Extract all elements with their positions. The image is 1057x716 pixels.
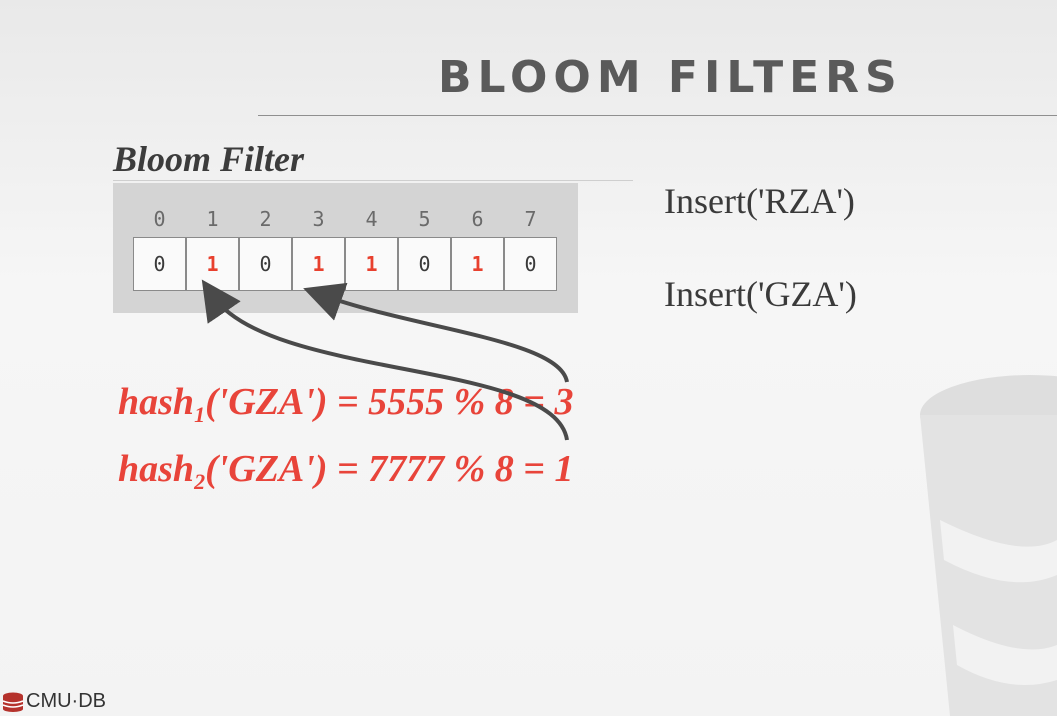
arrow-to-bit-3 bbox=[303, 282, 569, 383]
bit-cell: 0 bbox=[504, 237, 557, 291]
bit-cell: 0 bbox=[239, 237, 292, 291]
bit-cell: 0 bbox=[133, 237, 186, 291]
slide-title: BLOOM FILTERS bbox=[438, 52, 903, 103]
bit-index: 1 bbox=[206, 207, 219, 231]
bit-cell: 1 bbox=[292, 237, 345, 291]
bit-index: 7 bbox=[524, 207, 537, 231]
bit-index: 6 bbox=[471, 207, 484, 231]
bit-cell: 1 bbox=[345, 237, 398, 291]
bit-index: 4 bbox=[365, 207, 378, 231]
bit-index: 2 bbox=[259, 207, 272, 231]
hash1-equation: hash1('GZA') = 5555 % 8 = 3 bbox=[118, 381, 574, 427]
bit-index: 0 bbox=[153, 207, 166, 231]
bloom-filter-label: Bloom Filter bbox=[113, 139, 305, 179]
logo-text: CMU·DB bbox=[26, 690, 106, 712]
bit-cell: 0 bbox=[398, 237, 451, 291]
database-icon bbox=[2, 692, 24, 712]
title-divider bbox=[258, 115, 1057, 116]
bit-cell: 1 bbox=[451, 237, 504, 291]
label-divider bbox=[113, 180, 633, 181]
insert-rza-text: Insert('RZA') bbox=[664, 181, 855, 221]
hash2-equation: hash2('GZA') = 7777 % 8 = 1 bbox=[118, 448, 574, 494]
database-watermark-icon bbox=[920, 375, 1057, 716]
cmu-db-logo: CMU·DB bbox=[2, 690, 106, 713]
bit-index: 5 bbox=[418, 207, 431, 231]
arrow-to-bit-1 bbox=[201, 279, 569, 441]
bit-index: 3 bbox=[312, 207, 325, 231]
insert-gza-text: Insert('GZA') bbox=[664, 274, 857, 314]
